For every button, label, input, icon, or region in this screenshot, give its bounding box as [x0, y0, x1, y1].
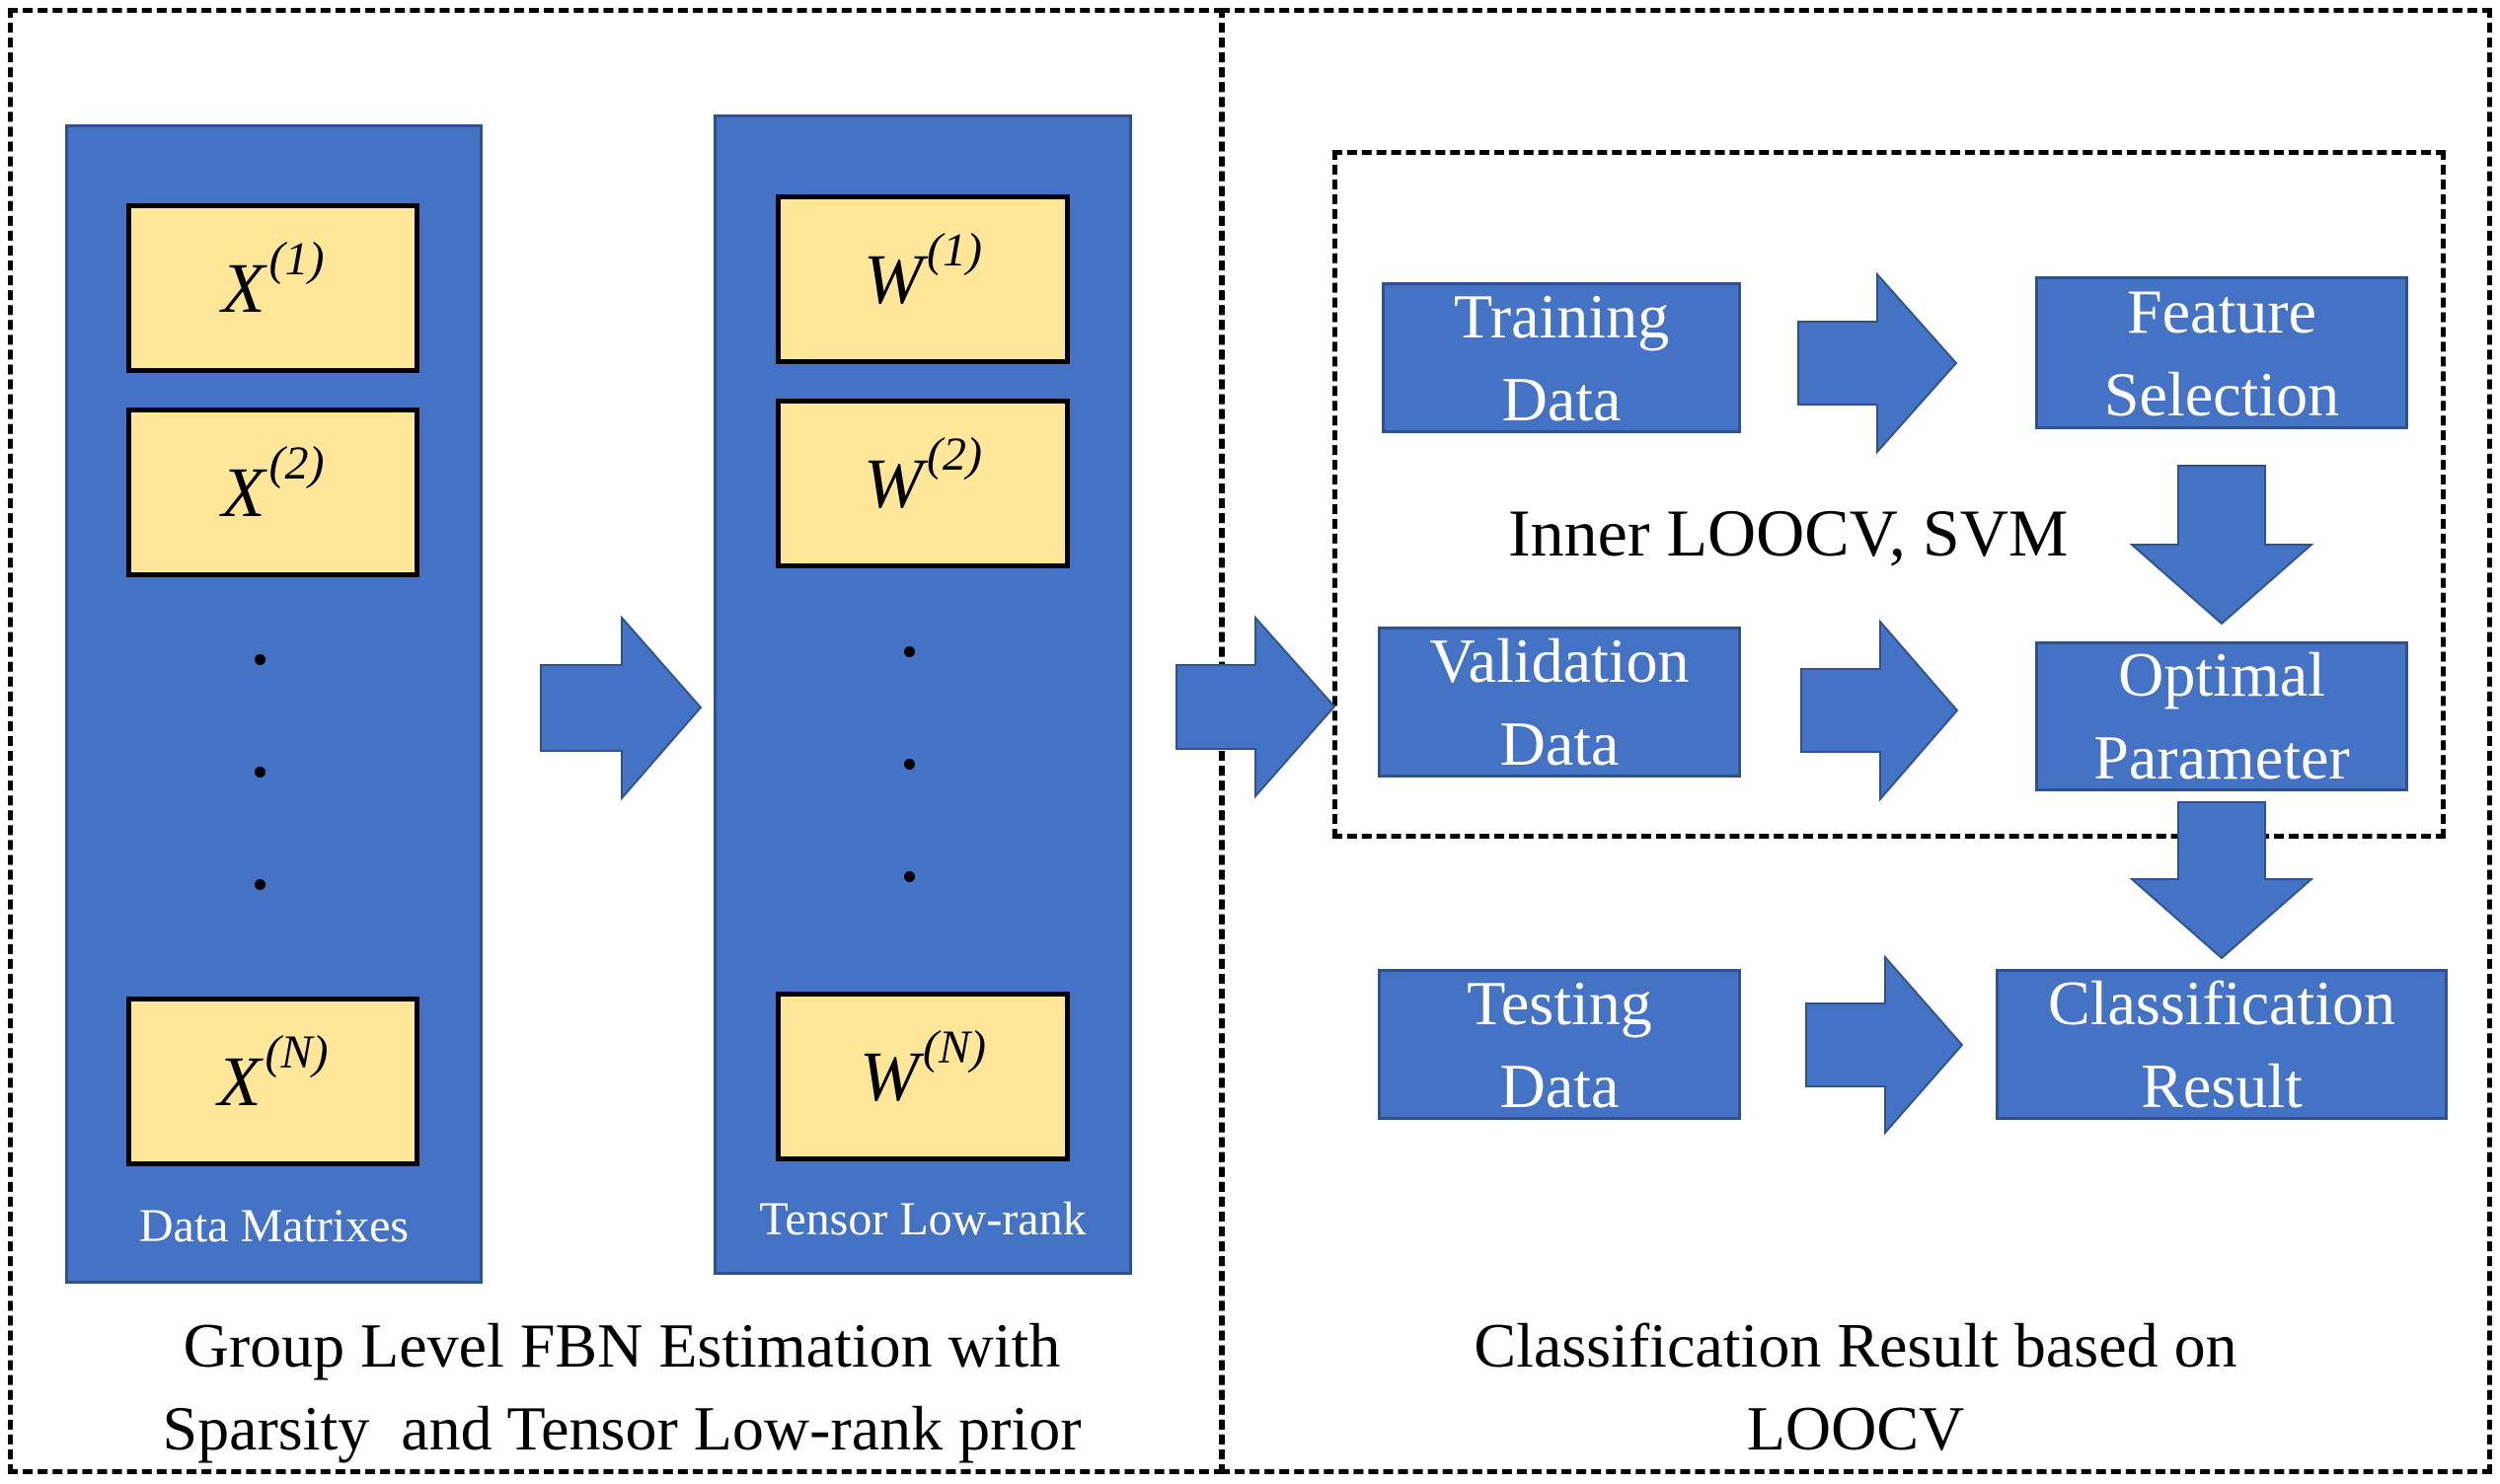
- arrow-right-icon: [1805, 954, 1964, 1136]
- ellipsis-dot: [255, 879, 265, 890]
- arrow-down-icon: [2129, 801, 2314, 960]
- block-line: Data: [1499, 1050, 1620, 1121]
- matrix-symbol: W: [864, 443, 923, 523]
- block-line: Result: [2141, 1050, 2303, 1121]
- block-line: Data: [1501, 363, 1622, 434]
- block-line: Training: [1453, 280, 1670, 351]
- matrix-symbol: X: [217, 1041, 262, 1121]
- data-matrixes-label: Data Matrixes: [138, 1200, 410, 1252]
- tensor-lowrank-label: Tensor Low-rank: [759, 1193, 1087, 1245]
- matrix-x1: X(1): [126, 203, 419, 373]
- matrix-symbol: W: [860, 1036, 919, 1116]
- matrix-symbol: X: [221, 452, 265, 532]
- inner-loocv-label: Inner LOOCV, SVM: [1508, 495, 2069, 570]
- testing-data-block: Testing Data: [1378, 968, 1741, 1121]
- training-data-block: Training Data: [1382, 281, 1741, 434]
- ellipsis-dot: [904, 871, 915, 882]
- classification-result-block: Classification Result: [1996, 968, 2448, 1121]
- matrix-x2: X(2): [126, 408, 419, 577]
- matrix-wn: W(N): [776, 992, 1070, 1161]
- matrix-superscript: (N): [923, 1020, 986, 1074]
- inner-loocv-frame: [1332, 150, 2446, 839]
- block-line: Parameter: [2093, 722, 2350, 792]
- ellipsis-dot: [904, 759, 915, 770]
- matrix-xn: X(N): [126, 997, 419, 1166]
- validation-data-block: Validation Data: [1378, 626, 1741, 779]
- left-caption-line2: Sparsity and Tensor Low-rank prior: [162, 1393, 1082, 1463]
- matrix-symbol: W: [864, 239, 923, 319]
- matrix-superscript: (N): [265, 1025, 329, 1078]
- matrix-superscript: (1): [927, 223, 982, 276]
- arrow-right-icon: [1175, 615, 1336, 799]
- matrix-symbol: X: [221, 248, 265, 328]
- matrix-w2: W(2): [776, 399, 1070, 568]
- block-line: Selection: [2103, 358, 2340, 429]
- arrow-right-icon: [540, 615, 703, 801]
- block-line: Feature: [2127, 275, 2316, 346]
- block-line: Data: [1499, 707, 1620, 779]
- ellipsis-dot: [255, 767, 265, 778]
- right-caption-line2: LOOCV: [1746, 1393, 1965, 1463]
- arrow-down-icon: [2129, 465, 2314, 626]
- matrix-superscript: (2): [927, 427, 982, 481]
- block-line: Optimal: [2118, 639, 2325, 709]
- left-caption-line1: Group Level FBN Estimation with: [183, 1310, 1061, 1380]
- arrow-right-icon: [1797, 271, 1958, 455]
- right-caption-line1: Classification Result based on: [1474, 1310, 2237, 1380]
- optimal-parameter-block: Optimal Parameter: [2035, 639, 2408, 792]
- ellipsis-dot: [904, 646, 915, 657]
- ellipsis-dot: [255, 654, 265, 665]
- block-line: Classification: [2048, 967, 2395, 1038]
- left-panel-caption: Group Level FBN Estimation with Sparsity…: [59, 1304, 1184, 1470]
- matrix-w1: W(1): [776, 194, 1070, 364]
- block-line: Validation: [1429, 625, 1690, 696]
- block-line: Testing: [1467, 967, 1652, 1038]
- arrow-right-icon: [1800, 619, 1959, 802]
- feature-selection-block: Feature Selection: [2035, 276, 2408, 429]
- matrix-superscript: (2): [268, 436, 325, 489]
- right-panel-caption: Classification Result based on LOOCV: [1283, 1304, 2428, 1470]
- matrix-superscript: (1): [268, 232, 325, 285]
